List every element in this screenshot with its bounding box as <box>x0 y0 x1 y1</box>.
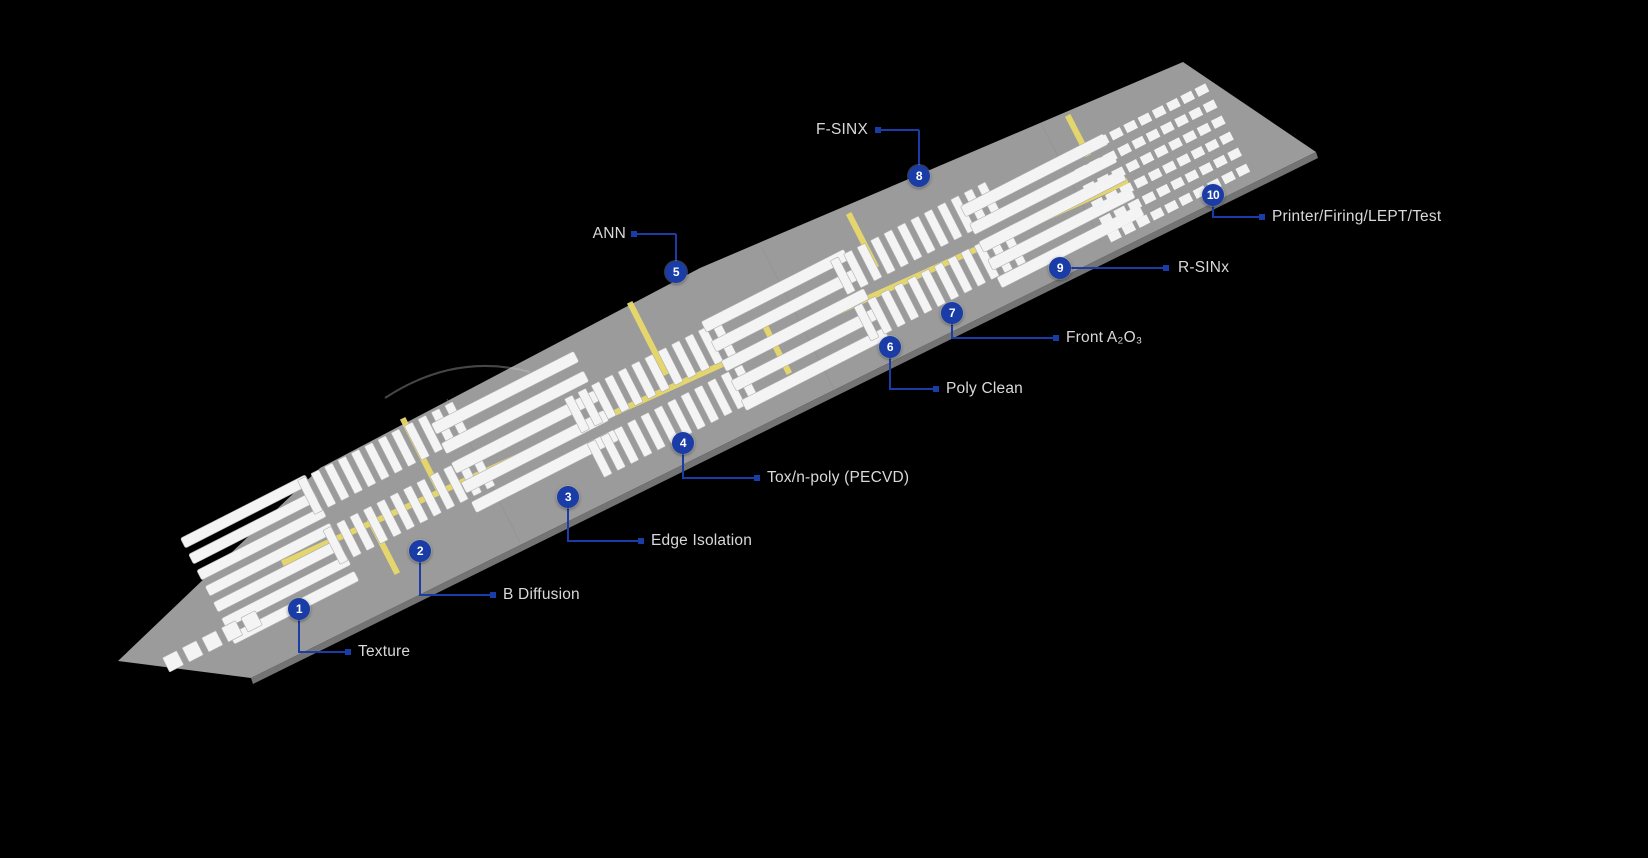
marker-badge-1[interactable]: 1 <box>288 598 310 620</box>
connector-dot <box>754 475 760 481</box>
marker-label-8: F-SINX <box>815 121 868 138</box>
marker-badge-7[interactable]: 7 <box>941 302 963 324</box>
marker-badge-2[interactable]: 2 <box>409 540 431 562</box>
connector-line <box>675 234 677 274</box>
connector-line <box>1212 195 1214 218</box>
connector-line <box>918 130 920 177</box>
connector-line <box>298 609 300 653</box>
connector-line <box>419 551 421 596</box>
marker-label-3: Edge Isolation <box>651 532 753 549</box>
equipment-cluster-loaders <box>162 610 263 673</box>
connector-line <box>682 443 684 479</box>
floor-cable <box>384 364 531 399</box>
marker-label-7: Front A₂O₃ <box>1066 329 1143 346</box>
marker-label-1: Texture <box>358 643 411 660</box>
marker-badge-8[interactable]: 8 <box>908 165 930 187</box>
connector-line <box>634 233 676 235</box>
connector-dot <box>345 649 351 655</box>
marker-badge-9[interactable]: 9 <box>1049 257 1071 279</box>
marker-badge-10[interactable]: 10 <box>1202 184 1224 206</box>
connector-line <box>951 337 1056 339</box>
connector-line <box>889 388 936 390</box>
marker-label-5: ANN <box>592 225 626 242</box>
connector-dot <box>631 231 637 237</box>
connector-dot <box>933 386 939 392</box>
marker-label-9: R-SINx <box>1178 259 1230 276</box>
marker-badge-3[interactable]: 3 <box>557 486 579 508</box>
connector-line <box>1060 267 1166 269</box>
marker-label-10: Printer/Firing/LEPT/Test <box>1272 208 1442 225</box>
connector-line <box>419 594 493 596</box>
connector-line <box>682 477 757 479</box>
marker-label-6: Poly Clean <box>946 380 1023 397</box>
connector-dot <box>875 127 881 133</box>
connector-line <box>889 347 891 390</box>
connector-line <box>878 129 919 131</box>
marker-label-4: Tox/n-poly (PECVD) <box>767 469 910 486</box>
connector-line <box>951 313 953 339</box>
connector-line <box>298 651 348 653</box>
equipment-cluster-texture <box>180 475 359 644</box>
platform-top <box>118 62 1316 678</box>
platform-edge <box>251 152 1318 684</box>
connector-line <box>567 540 641 542</box>
marker-badge-6[interactable]: 6 <box>879 336 901 358</box>
marker-badge-5[interactable]: 5 <box>665 261 687 283</box>
marker-badge-4[interactable]: 4 <box>672 432 694 454</box>
connector-line <box>567 497 569 542</box>
connector-dot <box>1259 214 1265 220</box>
marker-label-2: B Diffusion <box>503 586 580 603</box>
connector-line <box>1212 216 1262 218</box>
connector-dot <box>638 538 644 544</box>
connector-dot <box>490 592 496 598</box>
connector-dot <box>1163 265 1169 271</box>
connector-dot <box>1053 335 1059 341</box>
